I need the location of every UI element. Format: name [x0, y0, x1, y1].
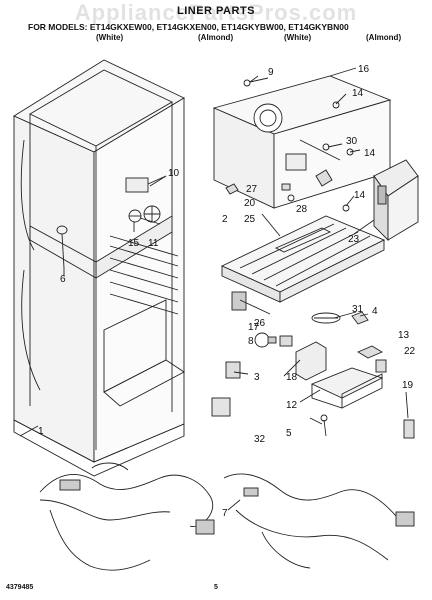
callout-9: 9 [268, 67, 274, 78]
callout-1: 1 [38, 426, 44, 437]
callout-19: 19 [402, 380, 414, 391]
callout-30: 30 [346, 136, 358, 147]
callout-5: 5 [286, 428, 292, 439]
callout-22: 22 [404, 346, 416, 357]
callout-27: 27 [246, 184, 258, 195]
callout-6: 6 [60, 274, 66, 285]
part-number: 4379485 [6, 584, 34, 591]
rear-panel [212, 75, 392, 209]
callout-7: 7 [222, 508, 228, 519]
callout-12: 12 [286, 400, 298, 411]
callout-14a: 14 [352, 88, 364, 99]
models-line: FOR MODELS: ET14GKXEW00, ET14GKXEN00, ET… [28, 22, 349, 32]
control-assembly [125, 175, 167, 223]
callout-10: 10 [168, 168, 180, 179]
variant-label-2: (Almond) [198, 33, 234, 42]
callout-23: 23 [348, 234, 360, 245]
callout-13: 13 [398, 330, 410, 341]
callout-18: 18 [286, 372, 298, 383]
callout-32: 32 [254, 434, 266, 445]
callout-15: 15 [128, 238, 140, 249]
page-number: 5 [214, 584, 218, 591]
callout-20: 20 [244, 198, 256, 209]
wire-harness [39, 462, 415, 571]
callout-17: 17 [248, 322, 260, 333]
callout-16: 16 [358, 64, 370, 75]
callout-11: 11 [148, 238, 159, 249]
callout-3: 3 [254, 372, 260, 383]
watermark: AppliancePartsPros.com [74, 0, 358, 25]
liner-cabinet [13, 59, 185, 477]
callout-2: 2 [222, 214, 228, 225]
callout-8: 8 [248, 336, 254, 347]
callout-4: 4 [372, 306, 378, 317]
variant-label-4: (Almond) [366, 33, 402, 42]
callout-25: 25 [244, 214, 256, 225]
callout-31: 31 [352, 304, 364, 315]
callout-14b: 14 [364, 148, 376, 159]
callout-28: 28 [296, 204, 308, 215]
page-title: LINER PARTS [176, 5, 256, 17]
part-23-duct [373, 159, 419, 242]
part-25-shelf [220, 215, 386, 303]
callout-14c: 14 [354, 190, 366, 201]
callout-26: 26 [254, 318, 266, 329]
variant-label-1: (White) [96, 33, 124, 42]
variant-label-3: (White) [284, 33, 312, 42]
